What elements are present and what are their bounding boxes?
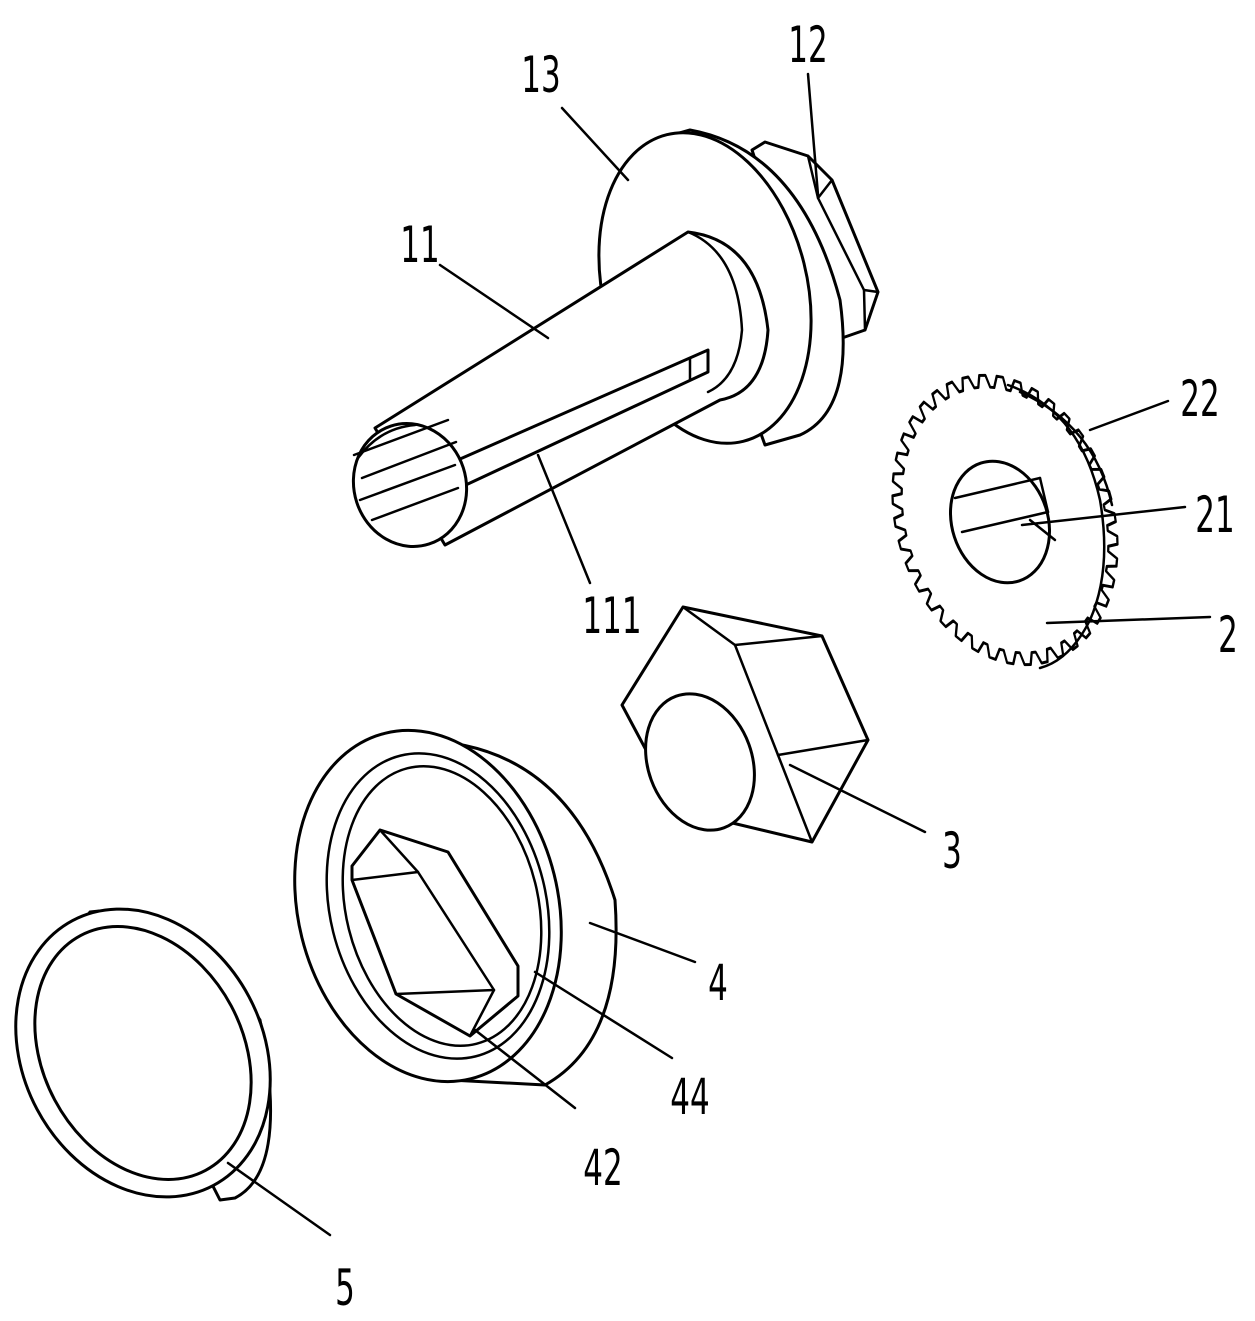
leader-3 — [788, 763, 927, 834]
label-3: 3 — [942, 821, 962, 880]
label-2: 2 — [1218, 605, 1238, 664]
ring — [14, 907, 273, 1202]
leader-42 — [473, 1028, 577, 1110]
label-4: 4 — [708, 953, 728, 1012]
label-42: 42 — [583, 1138, 622, 1197]
shaft-cylinder — [351, 230, 770, 548]
label-11: 11 — [400, 215, 439, 274]
reference-numerals: 12 13 11 111 22 21 2 3 4 44 42 5 — [335, 15, 1238, 1317]
label-21: 21 — [1195, 485, 1234, 544]
label-13: 13 — [521, 45, 560, 104]
leader-11 — [438, 263, 550, 340]
leader-111 — [536, 453, 592, 585]
leader-44 — [533, 970, 674, 1060]
leader-5 — [226, 1161, 332, 1237]
leader-4 — [588, 921, 697, 964]
label-44: 44 — [670, 1067, 709, 1126]
hex-nut — [620, 605, 870, 844]
leader-13 — [560, 106, 630, 182]
leader-22 — [1088, 399, 1170, 432]
label-111: 111 — [582, 586, 641, 645]
leader-2 — [1045, 615, 1212, 625]
leader-12 — [806, 72, 820, 197]
leader-21 — [1020, 505, 1187, 527]
label-22: 22 — [1180, 369, 1219, 428]
bearing — [293, 728, 618, 1087]
gear-disc — [891, 373, 1119, 670]
shaft-assembly — [351, 128, 880, 548]
label-5: 5 — [335, 1258, 355, 1317]
label-12: 12 — [788, 15, 827, 74]
leader-lines — [226, 72, 1212, 1237]
